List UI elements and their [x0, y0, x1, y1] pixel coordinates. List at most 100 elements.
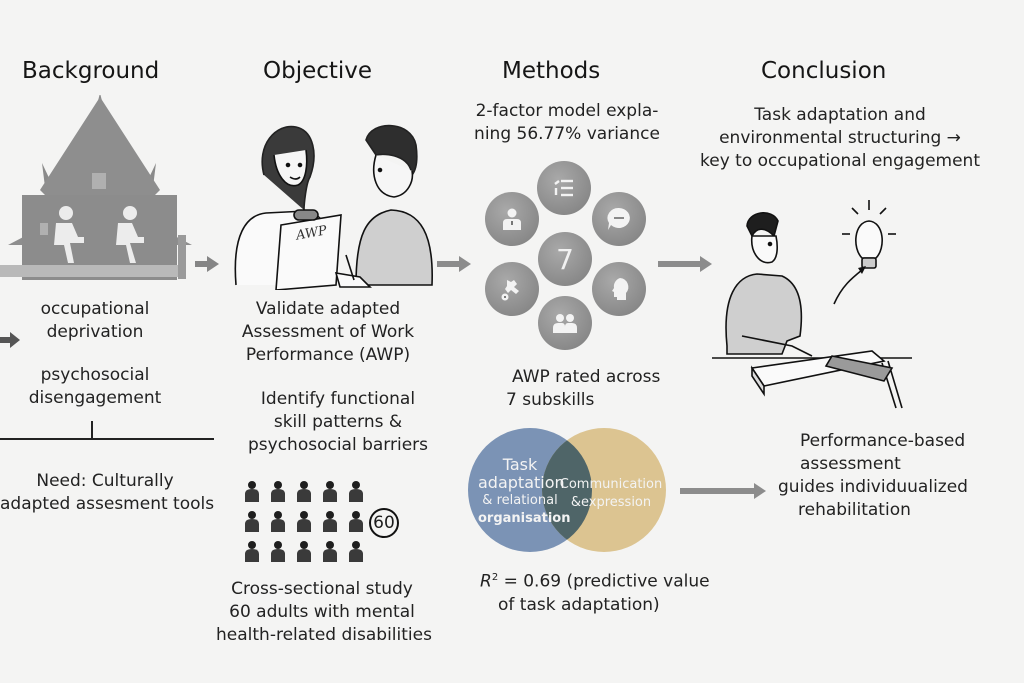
heading-background: Background — [22, 58, 160, 84]
text-line: Task adaptation and — [754, 105, 926, 125]
heading-objective: Objective — [263, 58, 373, 84]
text-line: psychosocial barriers — [247, 435, 429, 455]
text-line: Identify functional — [260, 389, 416, 409]
text-line: of task adaptation) — [498, 594, 660, 615]
text-line: assessment — [800, 454, 901, 474]
list-icon — [554, 179, 573, 197]
text-line: & relational — [482, 493, 558, 508]
heading-methods: Methods — [502, 58, 601, 84]
head-profile-icon — [612, 278, 629, 300]
sample-size-badge: 60 — [369, 508, 399, 538]
r-squared-desc: (predictive value — [561, 571, 710, 592]
participant-icon — [245, 541, 259, 562]
text-line: adapted assesment tools — [0, 494, 215, 514]
text-line: Task — [502, 455, 538, 474]
arrow-right-icon — [195, 256, 219, 272]
r-superscript: 2 — [491, 572, 499, 583]
objective-identify-text: Identify functional skill patterns & psy… — [238, 388, 438, 457]
text-line: 7 subskills — [506, 390, 595, 410]
r-squared-text: R2 = 0.69 (predictive value of task adap… — [470, 566, 710, 617]
participant-icon — [245, 481, 259, 502]
arrow-right-icon — [680, 483, 766, 499]
participant-icon — [297, 511, 311, 532]
text-line: Need: Culturally — [36, 471, 174, 491]
text-line: key to occupational engagement — [700, 151, 980, 171]
text-line: Assessment of Work — [241, 322, 415, 342]
conclusion-statement: Task adaptation and environmental struct… — [700, 104, 980, 173]
need-text: Need: Culturally adapted assesment tools — [0, 470, 215, 516]
text-line: R2 = 0.69 (predictive value — [470, 566, 710, 594]
venn-diagram — [468, 428, 666, 552]
text-line: rehabilitation — [798, 500, 911, 520]
heading-conclusion: Conclusion — [761, 58, 887, 84]
venn-left-label: Task adaptation & relational organisatio… — [478, 455, 571, 528]
interview-illustration — [234, 124, 433, 290]
r-symbol: R — [480, 571, 492, 592]
text-line: Validate adapted — [255, 299, 401, 319]
participant-icon — [271, 511, 285, 532]
participant-icon — [323, 511, 337, 532]
subskill-tools-badge — [485, 262, 539, 316]
psychosocial-disengagement-text: psychosocial disengagement — [25, 364, 165, 410]
text-line: disengagement — [28, 388, 162, 408]
study-description-text: Cross-sectional study 60 adults with men… — [216, 578, 432, 647]
participant-icon — [323, 541, 337, 562]
text-line: deprivation — [46, 322, 144, 342]
participant-icon — [349, 511, 363, 532]
venn-right-label: Communication &expression — [556, 476, 666, 512]
participant-icon — [349, 481, 363, 502]
text-line: ning 56.77% variance — [474, 124, 660, 144]
divider-tick — [91, 421, 93, 439]
text-line: Performance-based — [800, 431, 966, 451]
worker-sawing-illustration — [712, 200, 912, 409]
arrow-right-icon — [658, 256, 712, 272]
subskill-head-badge — [592, 262, 646, 316]
text-line: &expression — [570, 495, 652, 510]
subskill-person-badge — [485, 192, 539, 246]
tools-icon — [501, 280, 519, 301]
text-line: 60 adults with mental — [229, 602, 415, 622]
participant-icon — [323, 481, 337, 502]
text-line: Communication — [559, 477, 663, 492]
text-line: Performance (AWP) — [245, 345, 411, 365]
lightbulb-icon — [842, 200, 896, 269]
text-line: organisation — [478, 511, 571, 526]
subskill-chat-badge — [592, 192, 646, 246]
subskill-group-badge — [538, 296, 592, 350]
person-icon — [503, 208, 521, 230]
curved-arrow — [833, 269, 863, 305]
text-line: health-related disabilities — [216, 625, 432, 645]
text-line: adaptation — [478, 473, 565, 492]
text-line: 2-factor model expla- — [475, 101, 659, 121]
venn-overlap — [542, 428, 592, 552]
participant-icons-grid — [244, 480, 374, 570]
house-illustration — [0, 95, 192, 280]
subskill-list-badge — [537, 161, 591, 215]
factor-model-text: 2-factor model expla- ning 56.77% varian… — [462, 100, 672, 146]
participant-icon — [271, 481, 285, 502]
two-people-icon — [553, 314, 577, 333]
objective-validate-text: Validate adapted Assessment of Work Perf… — [228, 298, 428, 367]
text-line: AWP rated across — [512, 367, 661, 387]
arrow-right-icon — [0, 332, 20, 348]
arrow-right-icon — [437, 256, 471, 272]
awp-rated-text: AWP rated across 7 subskills — [480, 366, 661, 412]
participant-icon — [271, 541, 285, 562]
text-line: environmental structuring → — [719, 128, 961, 148]
text-line: occupational — [40, 299, 150, 319]
text-line: skill patterns & — [273, 412, 403, 432]
occupational-deprivation-text: occupational deprivation — [30, 298, 160, 344]
participant-icon — [297, 481, 311, 502]
conclusion-outcome-text: Performance-based assessment guides indi… — [772, 430, 972, 522]
chat-bubble-icon — [607, 207, 630, 230]
subskill-count: 7 — [556, 242, 574, 276]
r-squared-value: = 0.69 — [498, 571, 562, 592]
participant-icon — [349, 541, 363, 562]
participant-icon — [297, 541, 311, 562]
subskill-count-badge: 7 — [538, 232, 592, 286]
text-line: guides individuualized — [778, 477, 968, 497]
divider-line — [0, 438, 214, 440]
text-line: psychosocial — [40, 365, 150, 385]
participant-icon — [245, 511, 259, 532]
text-line: Cross-sectional study — [231, 579, 413, 599]
